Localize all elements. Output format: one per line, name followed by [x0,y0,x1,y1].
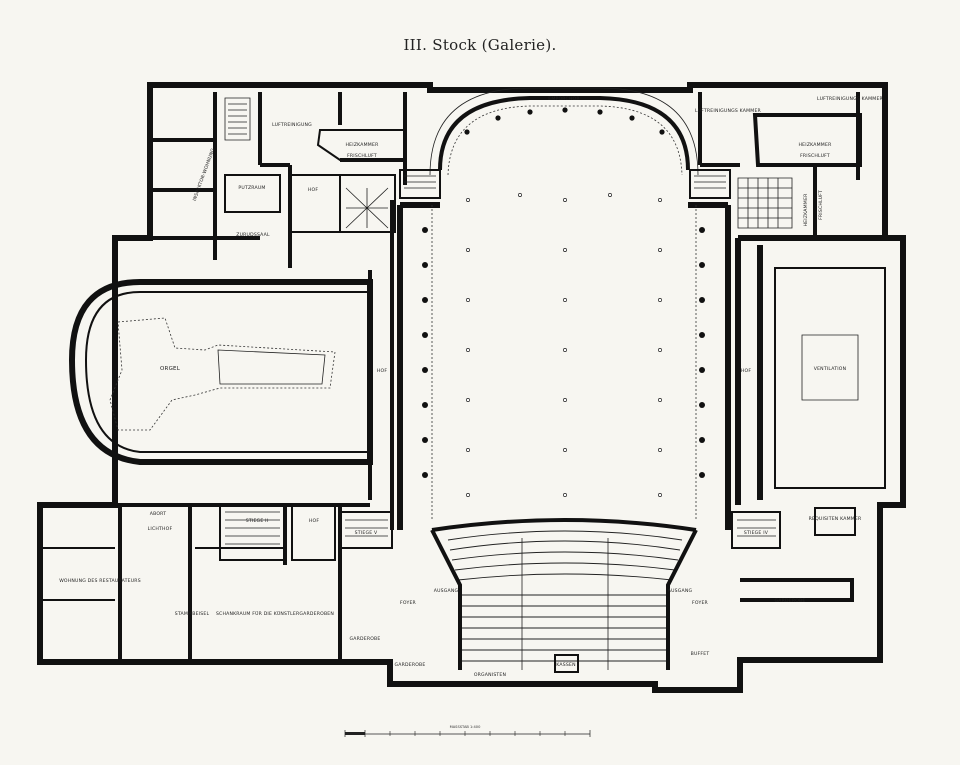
label-orgel: ORGEL [160,366,181,372]
gallery-front [431,518,697,532]
label-stiege-v: STIEGE V [355,530,378,536]
stair-well [339,174,396,233]
gallery-seat-rows [447,530,683,662]
label-buffet: BUFFET [691,651,710,657]
hof-room [289,174,341,233]
orgel-hall-wall [68,279,373,465]
ceiling-fixtures [466,193,662,497]
label-garderobe-left: GARDEROBE [350,636,381,642]
label-kassen: KASSEN [556,662,575,668]
label-abort: ABORT [150,511,167,517]
label-luftreinigungs-kammer-top: LUFTREINIGUNGS KAMMER [817,96,883,102]
label-hof-bottom: HOF [309,518,319,524]
label-garderobe-right: GARDEROBE [775,598,806,604]
auditorium-wall [397,202,731,530]
label-stammbeisel: STAMMBEISEL [175,611,210,617]
label-frischluft-vert: FRISCHLUFT [818,190,824,220]
label-hof-right: HOF [741,368,751,374]
label-ruhesaal: ZURUDSSAAL [236,232,270,238]
label-wohnung-restaurateur: WOHNUNG DES RESTAURATEURS [59,578,141,584]
label-heizkammer-vert: HEIZKAMMER [803,193,809,227]
label-foyer-right: FOYER [692,600,709,606]
label-lichthof: LICHTHOF [148,526,173,532]
label-schankraum: SCHANKRAUM FÜR DIE KÜNSTLERGARDEROBEN [216,610,334,617]
label-inspektor-wohnung: INSPEKTOR-WOHNUNG [192,147,217,202]
ventilation-room [774,267,886,489]
label-frischluft-right: FRISCHLUFT [800,153,830,159]
label-requisiten: REQUISITEN KAMMER [809,516,862,522]
label-stiege-ii: STIEGE II [246,518,268,524]
label-foyer-left: FOYER [400,600,417,606]
scale-bar: MASSSTAB 1:400 [344,725,591,737]
label-luftreinigung: LUFTREINIGUNG [272,122,312,128]
scale-caption: MASSSTAB 1:400 [450,725,481,729]
label-heizkammer-left: HEIZKAMMER [346,142,380,148]
label-putzraum: PUTZRAUM [238,185,265,191]
label-ventilation: VENTILATION [814,366,847,372]
label-ausgang-right: AUSGANG [668,588,693,594]
label-hof-left: HOF [377,368,387,374]
putzraum-room [224,174,281,213]
page-title: III. Stock (Galerie). [403,36,557,54]
auditorium-columns [422,107,705,478]
label-frischluft-left: FRISCHLUFT [347,153,377,159]
label-emporchor: EMPORCHOR [548,96,580,102]
label-luftreinigungs-kammer: LUFTREINIGUNGS KAMMER [695,108,761,114]
label-heizkammer-right: HEIZKAMMER [799,142,833,148]
label-stiege-iv: STIEGE IV [744,530,769,536]
label-garderobe-bottom-left: GARDEROBE [395,662,426,668]
label-orchester: ORGANISTEN [474,672,506,678]
label-ausgang-left: AUSGANG [434,588,459,594]
label-hof-1: HOF [308,187,318,193]
